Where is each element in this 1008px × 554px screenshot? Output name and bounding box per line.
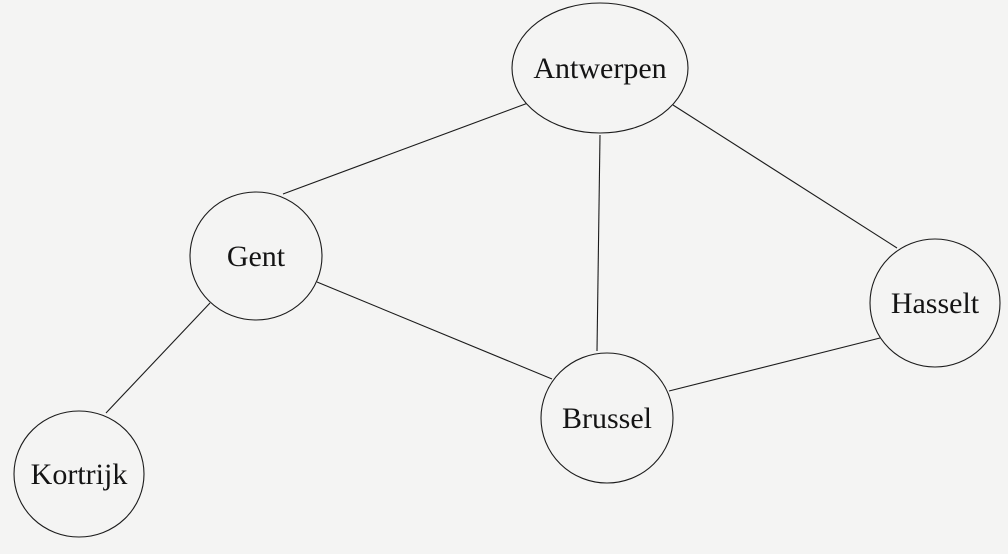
node-kortrijk	[13, 410, 145, 538]
edge-brussel-hasselt	[668, 337, 881, 392]
node-hasselt	[869, 238, 1001, 368]
edge-antwerpen-hasselt	[672, 104, 898, 249]
node-label-brussel: Brussel	[562, 402, 652, 435]
node-label-hasselt: Hasselt	[891, 287, 980, 320]
edge-gent-kortrijk	[105, 302, 211, 414]
node-brussel	[540, 352, 674, 484]
node-antwerpen	[511, 2, 689, 134]
edge-antwerpen-brussel	[596, 134, 601, 352]
edge-antwerpen-gent	[282, 102, 529, 195]
node-label-kortrijk: Kortrijk	[31, 458, 128, 491]
node-label-gent: Gent	[227, 240, 286, 273]
edge-gent-brussel	[316, 281, 553, 380]
node-gent	[189, 191, 323, 321]
node-label-antwerpen: Antwerpen	[533, 52, 666, 85]
